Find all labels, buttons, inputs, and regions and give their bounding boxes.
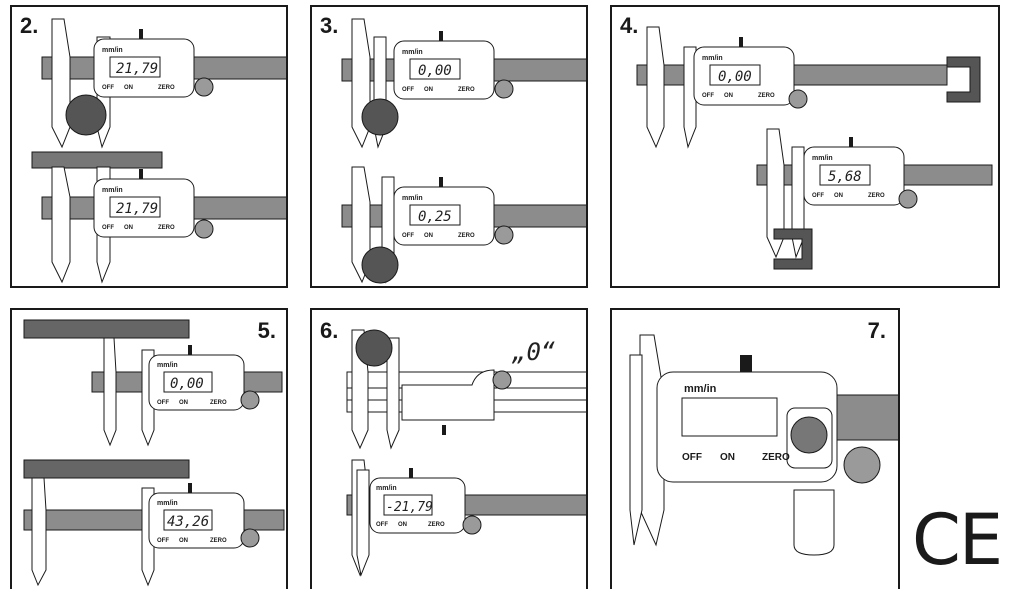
step-label: 7. bbox=[867, 318, 886, 343]
on-label: ON bbox=[834, 193, 843, 199]
on-label: ON bbox=[179, 400, 188, 406]
zero-label: ZERO bbox=[458, 233, 475, 239]
zero-label: ZERO bbox=[868, 193, 885, 199]
step-label: 4. bbox=[620, 13, 639, 38]
on-label: ON bbox=[424, 233, 433, 239]
off-label: OFF bbox=[102, 85, 114, 91]
depth-caliper bbox=[756, 128, 993, 270]
lcd-reading: 5,68 bbox=[828, 169, 862, 185]
lcd-reading: 0,00 bbox=[418, 63, 452, 79]
off-label: OFF bbox=[402, 233, 414, 239]
panel-7: 7. mm/in OFF ON ZERO bbox=[610, 308, 900, 589]
panel-6: 6. „0“ mm/in -21,79 OFF ON ZERO bbox=[310, 308, 588, 589]
step-label: 6. bbox=[320, 318, 339, 343]
step-label: 2. bbox=[20, 13, 39, 38]
step-measure-caliper-2 bbox=[23, 459, 285, 587]
lcd-reading: -21,79 bbox=[386, 500, 433, 515]
caliper-illustration: mm/in 0,00 OFF ON ZERO mm/in 5,68 OFF ON… bbox=[636, 26, 993, 270]
step-label: 3. bbox=[320, 13, 339, 38]
on-label: ON bbox=[124, 85, 133, 91]
on-label: ON bbox=[179, 538, 188, 544]
on-label: ON bbox=[724, 93, 733, 99]
lcd-reading: 0,00 bbox=[718, 69, 752, 85]
off-label: OFF bbox=[157, 400, 169, 406]
unit-label: mm/in bbox=[102, 187, 123, 194]
unit-label: mm/in bbox=[812, 155, 833, 162]
inside-measure-caliper bbox=[31, 151, 286, 284]
ce-mark: CE bbox=[912, 499, 1003, 581]
unit-label: mm/in bbox=[402, 195, 423, 202]
unit-label: mm/in bbox=[684, 383, 717, 395]
zero-label: ZERO bbox=[762, 452, 790, 463]
on-label: ON bbox=[398, 522, 407, 528]
outside-measure-caliper bbox=[41, 18, 286, 149]
zero-label: ZERO bbox=[458, 87, 475, 93]
lcd-reading: 21,79 bbox=[116, 61, 158, 77]
off-label: OFF bbox=[102, 225, 114, 231]
unit-label: mm/in bbox=[157, 362, 178, 369]
lcd-reading: 43,26 bbox=[167, 514, 209, 530]
reverse-caliper bbox=[346, 329, 586, 450]
zero-label: ZERO bbox=[210, 400, 227, 406]
zero-display-hint: „0“ bbox=[511, 338, 555, 366]
off-label: OFF bbox=[812, 193, 824, 199]
unit-label: mm/in bbox=[157, 500, 178, 507]
off-label: OFF bbox=[702, 93, 714, 99]
off-label: OFF bbox=[376, 522, 388, 528]
on-label: ON bbox=[124, 225, 133, 231]
panel-4: 4. mm/in 0,00 OFF ON ZERO mm/in 5,68 bbox=[610, 5, 1000, 288]
inside-jaw-caliper bbox=[636, 26, 981, 149]
caliper-illustration: mm/in 0,00 OFF ON ZERO mm/in 0,25 OFF ON… bbox=[341, 18, 586, 284]
zero-calibration-caliper bbox=[341, 18, 586, 149]
caliper-illustration: mm/in 21,79 OFF ON ZERO mm/in 21,79 OFF … bbox=[31, 18, 286, 284]
off-label: OFF bbox=[682, 452, 702, 463]
step-label: 5. bbox=[257, 318, 276, 343]
zero-label: ZERO bbox=[428, 522, 445, 528]
panel-2: 2. mm/in 21,79 OFF ON ZERO mm/in 21, bbox=[10, 5, 288, 288]
step-measure-caliper bbox=[23, 319, 283, 447]
on-label: ON bbox=[424, 87, 433, 93]
lcd-reading: 0,25 bbox=[418, 209, 452, 225]
off-label: OFF bbox=[157, 538, 169, 544]
unit-label: mm/in bbox=[102, 47, 123, 54]
negative-reading-caliper bbox=[346, 459, 586, 577]
caliper-closeup: mm/in OFF ON ZERO bbox=[629, 334, 898, 556]
zero-label: ZERO bbox=[210, 538, 227, 544]
measure-caliper bbox=[341, 166, 586, 284]
lcd-reading: 21,79 bbox=[116, 201, 158, 217]
zero-label: ZERO bbox=[758, 93, 775, 99]
panel-3: 3. mm/in 0,00 OFF ON ZERO mm/in 0,25 bbox=[310, 5, 588, 288]
caliper-illustration: „0“ mm/in -21,79 OFF ON ZERO bbox=[346, 329, 586, 577]
on-label: ON bbox=[720, 452, 735, 463]
unit-label: mm/in bbox=[702, 55, 723, 62]
caliper-illustration: mm/in 0,00 OFF ON ZERO mm/in 43,26 OFF O… bbox=[23, 319, 285, 587]
unit-label: mm/in bbox=[376, 485, 397, 492]
zero-label: ZERO bbox=[158, 85, 175, 91]
lcd-reading: 0,00 bbox=[170, 376, 204, 392]
off-label: OFF bbox=[402, 87, 414, 93]
unit-label: mm/in bbox=[402, 49, 423, 56]
zero-label: ZERO bbox=[158, 225, 175, 231]
panel-5: 5. mm/in 0,00 OFF ON ZERO mm/in 43,2 bbox=[10, 308, 288, 589]
